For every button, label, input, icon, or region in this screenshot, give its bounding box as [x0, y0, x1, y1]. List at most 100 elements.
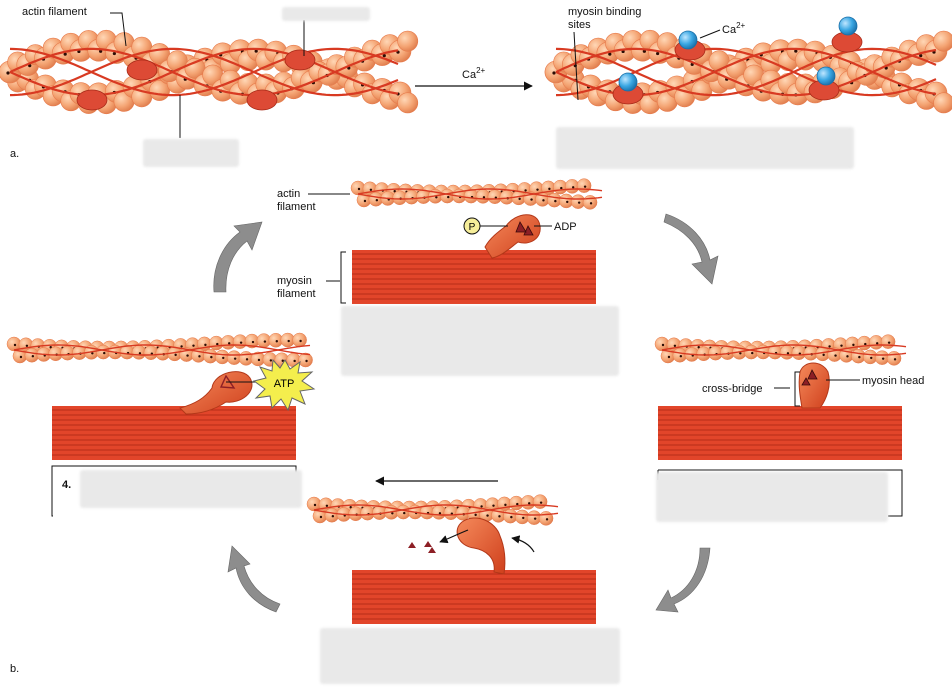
- actin-bead-dot: [349, 506, 352, 509]
- actin-bead-dot: [186, 354, 189, 357]
- actin-bead-dot: [305, 359, 308, 363]
- panel-b: P ADP actin filament myosin filament ATP…: [6, 178, 924, 675]
- myosin-filament-bottom: [352, 570, 596, 624]
- actin-bead-dot: [572, 186, 575, 189]
- actin-bead-dot: [608, 52, 612, 56]
- actin-bead-dot: [13, 343, 17, 347]
- calcium-ion: [838, 16, 858, 36]
- actin-bead-dot: [893, 358, 897, 361]
- actin-bead-dot: [319, 515, 323, 519]
- actin-bead-dot: [661, 343, 665, 347]
- adp-molecule: [515, 221, 534, 236]
- pivot-arrow: [511, 535, 535, 553]
- actin-bead-dot: [667, 355, 671, 359]
- actin-bead-dot: [210, 355, 213, 359]
- actin-bead-dot: [834, 354, 837, 357]
- troponin-complex: [76, 89, 108, 111]
- actin-bead-dot: [31, 355, 35, 358]
- troponin-complex: [284, 49, 316, 71]
- actin-bead-dot: [474, 513, 477, 517]
- actin-bead-dot: [251, 340, 255, 344]
- stage-bottom: [306, 476, 596, 624]
- myosin-label-line2: filament: [277, 288, 316, 300]
- panel-b-label: b.: [10, 663, 19, 675]
- actin-bead-dot: [560, 186, 563, 190]
- actin-bead-dot: [840, 344, 843, 347]
- actin-bead-dot: [656, 51, 660, 56]
- actin-bead-dot: [552, 71, 556, 75]
- adp-label: ADP: [554, 221, 577, 233]
- actin-bead-dot: [269, 359, 273, 362]
- tropomyosin-strand: [9, 47, 399, 97]
- actin-label-line1: actin: [277, 188, 300, 200]
- actin-bead-dot: [828, 345, 831, 348]
- actin-bead-dot: [192, 344, 195, 347]
- cycle-arrow-left-up: [213, 221, 263, 293]
- actin-bead-dot: [222, 356, 225, 360]
- tropomyosin-strand: [555, 47, 937, 97]
- actin-bead-dot: [786, 352, 790, 355]
- tropomyosin-strand: [661, 344, 907, 356]
- actin-bead-dot: [63, 52, 67, 56]
- actin-bead-dot: [864, 342, 867, 346]
- tropomyosin-strand: [9, 47, 399, 97]
- actin-bead-dot: [533, 517, 537, 520]
- myosin-filament-body: [658, 406, 902, 460]
- actin-filament-label: actin filament: [22, 6, 87, 18]
- actin-bead-dot: [204, 343, 207, 347]
- actin-bead: [397, 92, 419, 114]
- actin-bead-dot: [375, 199, 379, 202]
- myosin-filament-body: [52, 406, 296, 460]
- tropomyosin-strand: [9, 47, 399, 97]
- actin-bead-dot: [391, 512, 394, 515]
- actin-bead-dot: [174, 353, 177, 357]
- actin-bead-dot: [536, 188, 539, 191]
- myosin-label-line1: myosin: [277, 275, 312, 287]
- actin-bead-dot: [510, 515, 513, 519]
- troponin-complex: [126, 59, 158, 81]
- stage-top: P ADP actin filament myosin filament: [277, 178, 603, 304]
- actin-bead-dot: [858, 355, 861, 359]
- myosin-filament-right: [658, 406, 902, 460]
- actin-bead: [933, 30, 952, 52]
- released-adp-phosphate: [408, 541, 436, 553]
- actin-bead-dot: [438, 512, 442, 515]
- tropomyosin-strand: [9, 47, 399, 97]
- myosin-bracket: [326, 251, 346, 304]
- cross-bridge-label: cross-bridge: [702, 383, 763, 395]
- tropomyosin-strand: [13, 344, 311, 356]
- actin-bead-dot: [287, 339, 290, 343]
- actin-bead-dot: [369, 188, 373, 191]
- panel-a-label: a.: [10, 148, 19, 160]
- caption-box-gap: [53, 505, 303, 517]
- actin-bead-dot: [25, 344, 29, 347]
- myosin-filament-left: [52, 406, 296, 460]
- tropomyosin-strand: [357, 188, 603, 200]
- actin-bead-dot: [794, 49, 798, 53]
- actin-bead-dot: [313, 503, 317, 507]
- actin-bead-dot: [382, 53, 386, 58]
- actin-bead-dot: [887, 341, 891, 344]
- release-arrow: [439, 529, 469, 544]
- actin-bead-dot: [524, 189, 527, 192]
- myosin-filament-body: [352, 250, 596, 304]
- actin-bead-dot: [180, 345, 183, 348]
- atp-label: ATP: [274, 378, 295, 390]
- actin-bead-dot: [530, 198, 533, 201]
- actin-bead-dot: [239, 341, 243, 344]
- calcium-ion: [816, 66, 836, 86]
- actin-bead-dot: [870, 356, 873, 360]
- actin-bead-dot: [325, 504, 329, 507]
- myosin-binding-sites-label-line1: myosin binding: [568, 6, 641, 18]
- actin-bead: [532, 494, 548, 509]
- actin-bead-dot: [673, 344, 677, 347]
- calcium-ion-leader: [699, 29, 721, 39]
- actin-bead-dot: [679, 355, 683, 358]
- actin-bead-dot: [138, 352, 142, 355]
- tropomyosin-strand: [313, 504, 559, 516]
- actin-bead-dot: [876, 342, 879, 345]
- actin-filament-bottom: [306, 494, 559, 526]
- calcium-ion: [618, 72, 638, 92]
- actin-filament-right: [654, 334, 907, 366]
- stage-right: cross-bridge myosin head: [654, 334, 924, 517]
